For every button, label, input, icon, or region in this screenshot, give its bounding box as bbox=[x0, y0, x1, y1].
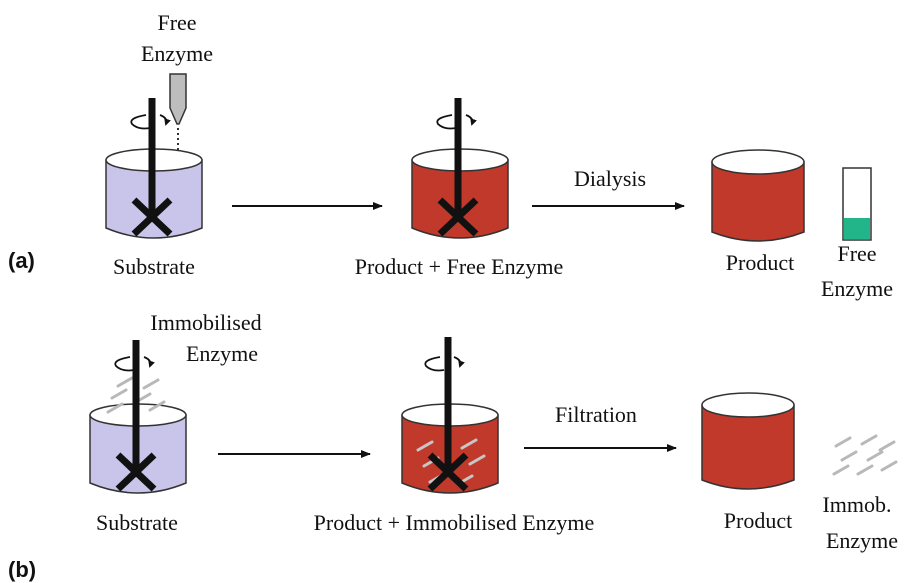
free-enzyme-label-line1: Free bbox=[157, 10, 196, 35]
recovered-free-enzyme-line1: Free bbox=[837, 241, 876, 266]
recovered-free-enzyme-line2: Enzyme bbox=[821, 276, 893, 301]
recovered-immob-enzyme-line1: Immob. bbox=[822, 492, 891, 517]
stirrer-icon bbox=[424, 337, 469, 492]
filtration-label: Filtration bbox=[555, 402, 637, 427]
substrate-label-a: Substrate bbox=[113, 254, 195, 279]
panel-a-label: (a) bbox=[8, 248, 35, 273]
recovered-particles-icon bbox=[832, 434, 898, 476]
immobilised-enzyme-label-line2: Enzyme bbox=[186, 341, 258, 366]
product-label-b: Product bbox=[724, 508, 792, 533]
recovered-immob-enzyme-line2: Enzyme bbox=[826, 528, 898, 553]
stirrer-icon bbox=[436, 98, 479, 237]
free-enzyme-label-line2: Enzyme bbox=[141, 41, 213, 66]
immobilised-particles-icon bbox=[106, 376, 166, 414]
enzyme-tube-icon bbox=[842, 167, 872, 241]
immobilised-enzyme-label-line1: Immobilised bbox=[150, 310, 261, 335]
panel-a: (a) Free Enzyme Substrate bbox=[8, 10, 893, 301]
stirrer-icon bbox=[130, 98, 173, 237]
middle-label-b: Product + Immobilised Enzyme bbox=[314, 510, 595, 535]
panel-b-label: (b) bbox=[8, 557, 36, 582]
pipette-icon bbox=[169, 73, 187, 168]
panel-b: (b) Immobilised Enzyme Substrate bbox=[8, 310, 898, 582]
dialysis-label: Dialysis bbox=[574, 166, 646, 191]
product-label-a: Product bbox=[726, 250, 794, 275]
product-cylinder-b bbox=[701, 392, 795, 490]
middle-label-a: Product + Free Enzyme bbox=[355, 254, 564, 279]
product-cylinder-a bbox=[711, 149, 805, 242]
substrate-label-b: Substrate bbox=[96, 510, 178, 535]
stirrer-icon bbox=[114, 340, 157, 492]
